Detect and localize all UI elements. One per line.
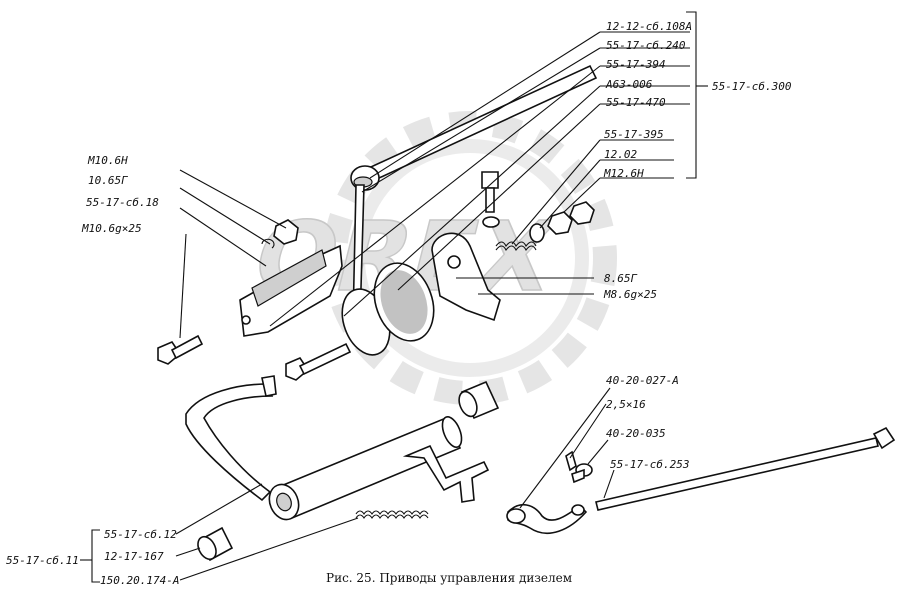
label-2-5x16: 2,5×16 — [606, 398, 646, 411]
bolt-m10-left — [157, 334, 204, 365]
label-55-17-sb240: 55-17-сб.240 — [606, 39, 686, 52]
label-m10-6n: М10.6Н — [87, 154, 128, 167]
label-m10-6g25: М10.6g×25 — [81, 222, 142, 235]
leader-lines — [80, 11, 708, 583]
label-10-65g: 10.65Г — [88, 174, 128, 187]
long-rod — [595, 426, 896, 511]
label-12-02: 12.02 — [604, 148, 637, 161]
label-55-17-394: 55-17-394 — [606, 58, 666, 71]
label-55-17-sb300: 55-17-сб.300 — [712, 80, 792, 93]
label-12-17-167: 12-17-167 — [104, 550, 164, 563]
label-55-17-sb11: 55-17-сб.11 — [6, 554, 79, 567]
label-12-12-sb108a: 12-12-сб.108А — [606, 20, 692, 33]
label-55-17-sb12: 55-17-сб.12 — [104, 528, 177, 541]
pin-small — [565, 450, 577, 472]
spring-washer-10 — [261, 238, 275, 249]
label-m8-6g25: М8.6g×25 — [603, 288, 657, 301]
label-40-20-035: 40-20-035 — [606, 427, 666, 440]
curved-lever — [506, 504, 588, 534]
spring-lower — [355, 510, 429, 519]
bolt-m10-center — [285, 342, 352, 381]
bolt-vertical-top — [481, 171, 499, 213]
label-8-65g: 8.65Г — [604, 272, 637, 285]
label-40-20-027a: 40-20-027-А — [606, 374, 679, 387]
shaft-bushing — [268, 483, 300, 521]
mounting-bracket — [431, 232, 501, 322]
pin-head — [571, 463, 593, 484]
washer-mid — [529, 223, 545, 243]
label-55-17-sb18: 55-17-сб.18 — [86, 196, 159, 209]
label-55-17-395: 55-17-395 — [604, 128, 664, 141]
washer-small — [482, 216, 500, 228]
clamp-bracket — [239, 244, 343, 337]
z-bracket — [402, 444, 490, 503]
label-150-20-174a: 150.20.174-А — [100, 574, 179, 587]
label-m12-6n: М12.6Н — [603, 167, 644, 180]
label-55-17-sb253: 55-17-сб.253 — [610, 458, 689, 471]
pedal-lever-arm — [185, 375, 277, 502]
label-a63-006: А63-006 — [605, 78, 653, 91]
rod-upper-long — [358, 64, 598, 186]
sleeve-upper — [458, 380, 500, 420]
spring-coil — [495, 241, 537, 252]
bushing-loose — [197, 526, 234, 562]
nut-m12-b — [569, 201, 595, 225]
label-55-17-470: 55-17-470 — [606, 96, 666, 109]
mesh-filter — [373, 262, 435, 342]
nut-m10 — [273, 219, 299, 245]
figure-caption: Рис. 25. Приводы управления дизелем — [326, 571, 572, 585]
